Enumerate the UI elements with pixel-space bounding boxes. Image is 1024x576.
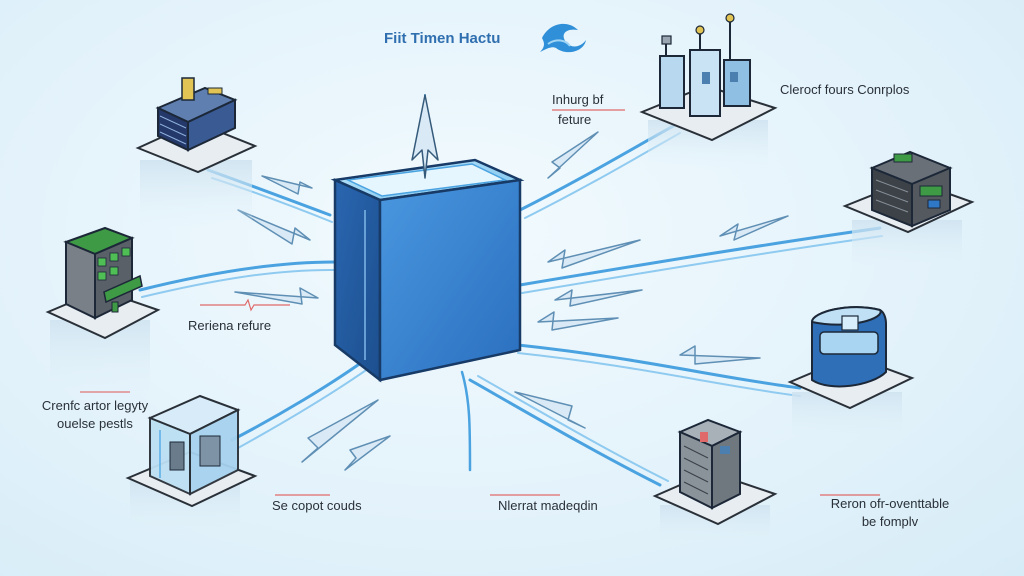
stream-bottom-right-tower (468, 378, 662, 487)
arrow-icon (344, 435, 391, 471)
arrow-icon (537, 311, 619, 331)
central-cube-icon (330, 158, 525, 383)
storage-tank-icon (787, 306, 915, 442)
label-bottom-left: Se copot couds (272, 498, 362, 513)
arrow-icon (234, 287, 319, 305)
glass-vault-icon (125, 394, 258, 540)
green-roof-building-icon (45, 226, 161, 400)
stream-lower-left-vault (230, 358, 367, 442)
label-left-lower-line1: Crenfc artor legyty (41, 398, 149, 413)
label-center-top-line2: feture (558, 112, 592, 127)
arrow-icon (547, 239, 641, 269)
stream-bottom-center (460, 370, 472, 472)
label-bottom-right-line1: Reron ofr-oventtable (830, 496, 950, 511)
label-top-right: Clerocf fours Conrplos (780, 82, 910, 97)
diagram-title: Fiit Timen Hactu (384, 30, 501, 47)
arrow-icon (679, 345, 761, 365)
arrow-icon (301, 399, 379, 463)
wave-logo-icon (540, 23, 586, 53)
office-building-icon (135, 77, 258, 230)
arrow-icon (719, 215, 789, 241)
flow-arrows (234, 131, 789, 471)
down-arrow-icon (411, 94, 439, 179)
stream-right-tank (516, 343, 802, 390)
arrow-icon (547, 131, 599, 179)
arrow-icon (261, 175, 313, 195)
tower-block-icon (652, 418, 778, 550)
stream-left-green-building (138, 260, 337, 292)
flow-streams (138, 94, 883, 487)
label-bottom-center: Nlerrat madeqdin (498, 498, 598, 513)
label-center-left: Reriena refure (188, 318, 272, 333)
stream-right-server (518, 226, 882, 287)
arrow-icon (237, 209, 311, 245)
industrial-plant-icon (639, 13, 778, 170)
server-rack-icon (842, 150, 975, 270)
label-center-top-line1: Inhurg bf (552, 92, 604, 107)
label-bottom-right-line2: be fomplv (861, 514, 919, 529)
label-connector-lines (80, 109, 880, 496)
label-left-lower-line2: ouelse pestls (57, 416, 133, 431)
arrow-icon (514, 391, 586, 429)
arrow-icon (554, 289, 643, 307)
